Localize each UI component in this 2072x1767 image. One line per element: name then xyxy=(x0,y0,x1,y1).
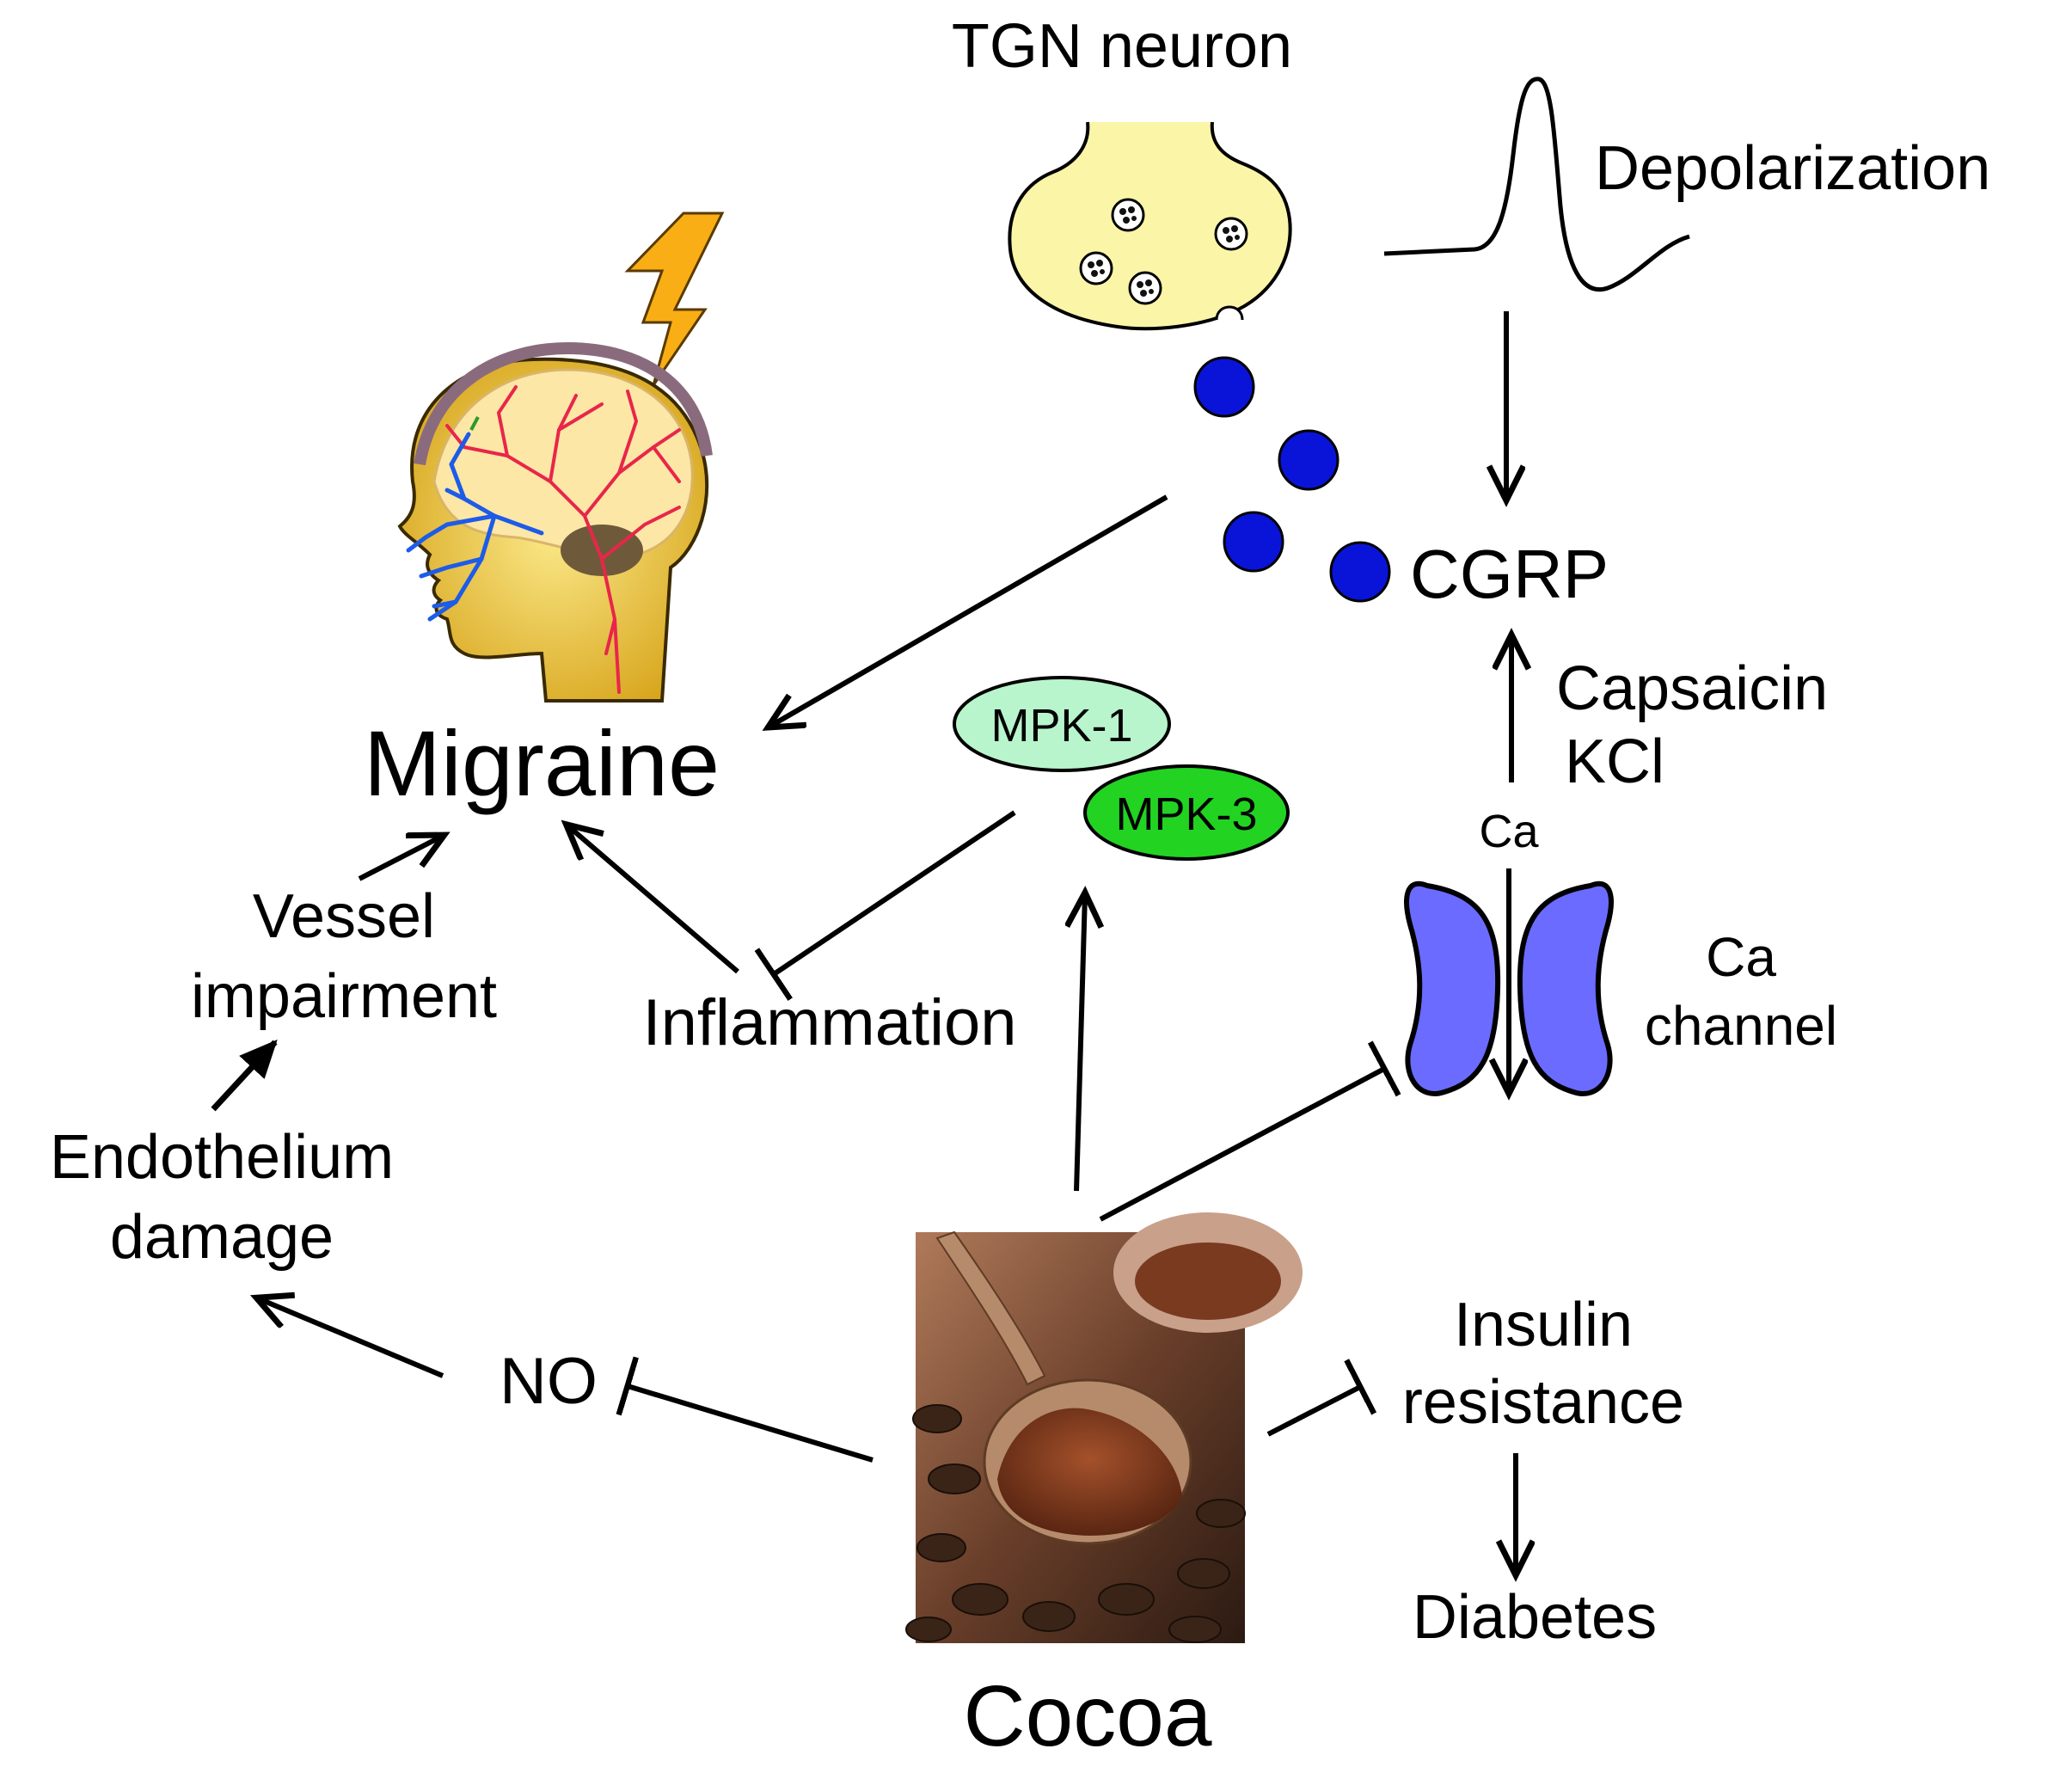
ca-channel-label-line1: Ca xyxy=(1706,926,1776,988)
capsaicin-label: Capsaicin xyxy=(1556,654,1828,723)
cgrp-dot xyxy=(1329,541,1391,603)
mpk-1-node: MPK-1 xyxy=(953,676,1171,772)
ca-ion-label: Ca xyxy=(1479,806,1539,857)
neuron-terminal-icon xyxy=(1008,121,1292,331)
vessel-label-line1: Vessel xyxy=(253,882,435,951)
endothelium-label-line2: damage xyxy=(110,1203,334,1272)
inflammation-to-migraine-arrow xyxy=(567,825,739,974)
diabetes-label: Diabetes xyxy=(1413,1583,1657,1652)
tgn-neuron-label: TGN neuron xyxy=(952,12,1292,81)
insulin-label-line1: Insulin xyxy=(1454,1291,1633,1359)
ca-channel-label-line2: channel xyxy=(1645,995,1837,1057)
cgrp-dot xyxy=(1223,511,1284,573)
endothelium-label-line1: Endothelium xyxy=(50,1123,394,1192)
cocoa-inhibits-ca-channel xyxy=(1099,1069,1384,1222)
mpk-1-label: MPK-1 xyxy=(990,700,1132,752)
head-brain-icon xyxy=(397,212,725,703)
cgrp-dot xyxy=(1193,356,1255,418)
depolarization-label: Depolarization xyxy=(1595,134,1990,203)
cgrp-molecules xyxy=(1193,356,1391,603)
migraine-label: Migraine xyxy=(364,711,720,815)
no-label: NO xyxy=(500,1345,598,1418)
cgrp-label: CGRP xyxy=(1410,536,1609,612)
lightning-bolt-icon xyxy=(624,212,725,386)
vessel-to-migraine-arrow xyxy=(358,836,443,881)
cocoa-inhibits-no xyxy=(628,1386,874,1463)
calcium-channel-icon xyxy=(1404,868,1614,1094)
cocoa-inhibits-insulin-resistance xyxy=(1266,1387,1360,1437)
mpk-inhibits-inflammation xyxy=(774,810,1016,974)
no-to-endothelium-arrow xyxy=(258,1298,444,1378)
kcl-label: KCl xyxy=(1565,727,1664,796)
inflammation-label: Inflammation xyxy=(642,986,1016,1059)
endothelium-to-vessel-arrow xyxy=(211,1040,278,1112)
cgrp-to-migraine-arrow xyxy=(769,494,1168,727)
vessel-label-line2: impairment xyxy=(191,962,497,1031)
cocoa-spoon-photo xyxy=(905,1212,1303,1643)
mpk-3-label: MPK-3 xyxy=(1115,788,1257,840)
cocoa-label: Cocoa xyxy=(963,1668,1211,1764)
insulin-label-line2: resistance xyxy=(1402,1368,1684,1437)
cocoa-to-mpk-arrow xyxy=(1076,894,1085,1192)
cgrp-dot xyxy=(1278,429,1339,491)
mpk-3-node: MPK-3 xyxy=(1083,764,1290,861)
action-potential-icon xyxy=(1383,77,1690,292)
